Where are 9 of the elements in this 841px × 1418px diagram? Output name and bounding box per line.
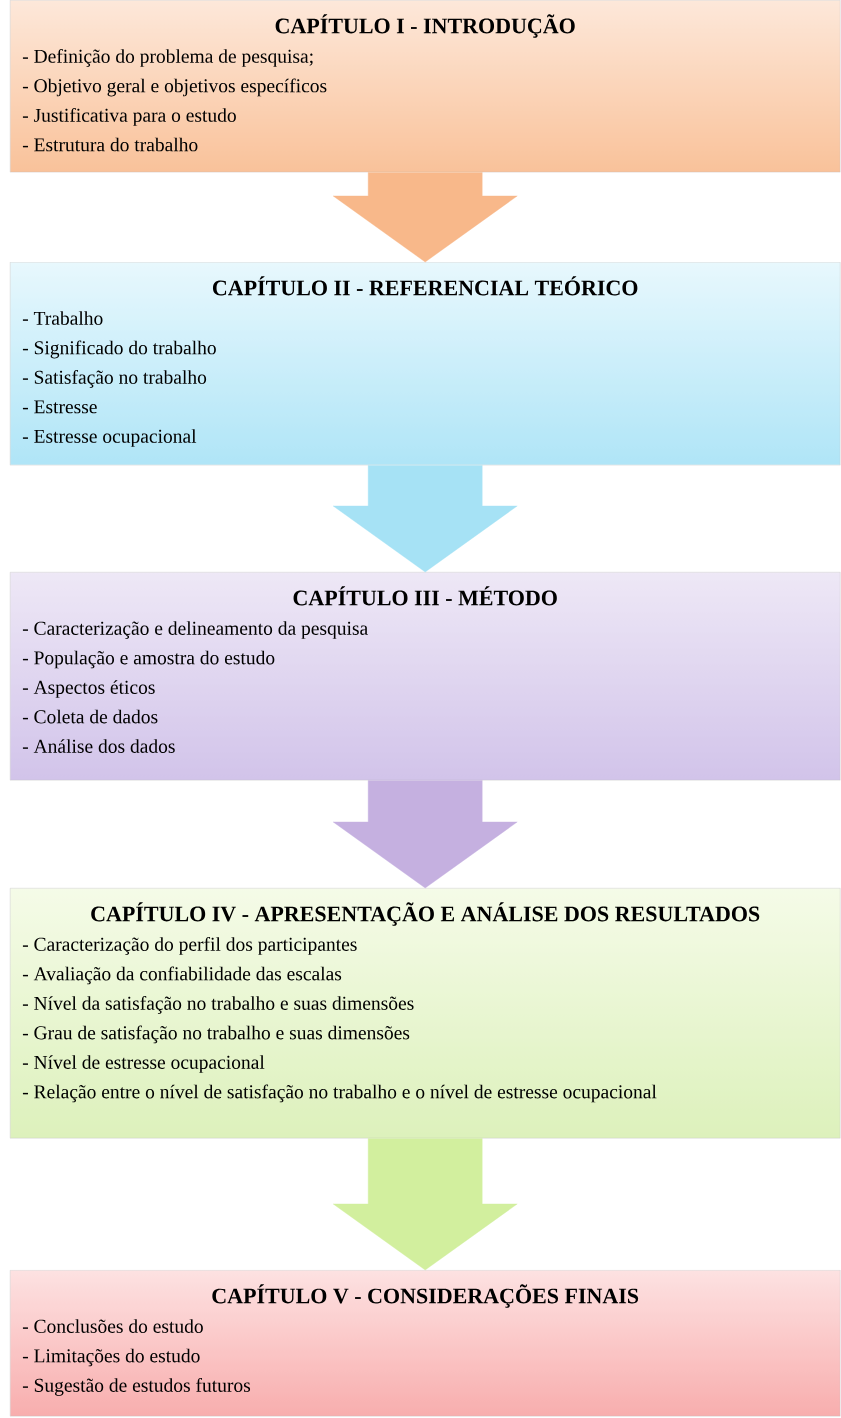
block-arrow [333, 780, 518, 889]
chapter-box: CAPÍTULO III - MÉTODO - Caracterização e delineamento da pesquisa - População e amostra do estudo - Aspectos éticos - Coleta de dados - Análise dos dados [10, 572, 841, 781]
block-arrow [333, 1138, 518, 1271]
chapter-box: CAPÍTULO I - INTRODUÇÃO - Definição do problema de pesquisa; - Objetivo geral e objetivos específicos - Justificativa para o estudo - Estrutura do trabalho [10, 0, 841, 173]
chapter-box: CAPÍTULO IV - APRESENTAÇÃO E ANÁLISE DOS RESULTADOS - Caracterização do perfil dos participantes - Avaliação da confiabilidade das escalas - Nível da satisfação no trabalho e suas dimensões - Grau de satisfação no trabalho e suas dimensões - Nível de estresse ocupacional - Relação entre o nível de satisfação no trabalho e o nível de estresse ocupacional [10, 888, 841, 1139]
block-arrow [333, 465, 518, 573]
chapter-box: CAPÍTULO II - REFERENCIAL TEÓRICO - Trabalho - Significado do trabalho - Satisfação no trabalho - Estresse - Estresse ocupacional [10, 262, 841, 466]
block-arrow [333, 172, 518, 263]
chapter-box: CAPÍTULO V - CONSIDERAÇÕES FINAIS - Conclusões do estudo - Limitações do estudo - Sugestão de estudos futuros [10, 1270, 841, 1417]
